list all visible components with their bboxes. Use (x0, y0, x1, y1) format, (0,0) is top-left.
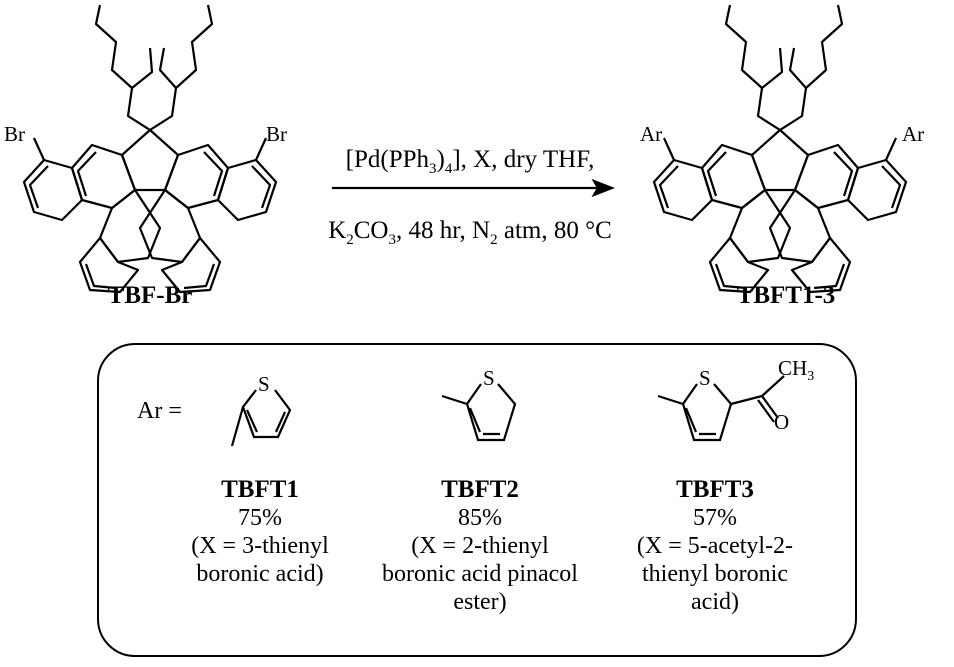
acetylthiophene-structure (657, 375, 785, 442)
thiophene-3-yl-structure (230, 389, 292, 447)
reactant-label: TBF-Br (107, 282, 193, 309)
entry-tbft2: TBFT2 85% (X = 2-thienyl boronic acid pi… (355, 476, 605, 616)
entry-x-line-2: thienyl boronic (642, 561, 788, 587)
entry-x-line-2: boronic acid) (196, 561, 324, 587)
ar-equals-label: Ar = (137, 398, 182, 424)
sulfur-label-2: S (483, 366, 495, 390)
product-label: TBFT1-3 (736, 282, 836, 309)
product-skeleton (652, 4, 908, 294)
entry-x-line-1: (X = 3-thienyl (191, 533, 329, 559)
entry-yield: 57% (693, 505, 737, 531)
sulfur-label-1: S (258, 372, 270, 396)
entry-tbft3: TBFT3 57% (X = 5-acetyl-2- thienyl boron… (600, 476, 830, 616)
entry-yield: 85% (458, 505, 502, 531)
entry-x-line-1: (X = 2-thienyl (411, 533, 549, 559)
entry-x-line-2: boronic acid pinacol (382, 561, 578, 587)
ar-left-label: Ar (640, 122, 663, 146)
reactant-skeleton (22, 4, 278, 294)
entry-tbft1: TBFT1 75% (X = 3-thienyl boronic acid) (160, 476, 360, 588)
conditions-line-2: K2CO3, 48 hr, N2 atm, 80 °C (328, 217, 612, 248)
thiophene-2-yl-structure (441, 383, 517, 442)
ar-right-label: Ar (902, 122, 925, 146)
entry-name: TBFT2 (441, 476, 519, 503)
entry-yield: 75% (238, 505, 282, 531)
br-left-label: Br (4, 122, 25, 146)
entry-x-line-3: acid) (691, 589, 739, 615)
entry-name: TBFT1 (221, 476, 299, 503)
sulfur-label-3: S (699, 366, 711, 390)
br-right-label: Br (266, 122, 287, 146)
reaction-arrow (332, 178, 616, 198)
methyl-label: CH3 (778, 356, 815, 385)
entry-x-line-1: (X = 5-acetyl-2- (636, 533, 794, 559)
ar-substituent-panel (97, 343, 857, 657)
conditions-line-1: [Pd(PPh3)4], X, dry THF, (345, 146, 595, 177)
entry-name: TBFT3 (676, 476, 754, 503)
oxygen-label: O (774, 410, 790, 434)
entry-x-line-3: ester) (453, 589, 507, 615)
